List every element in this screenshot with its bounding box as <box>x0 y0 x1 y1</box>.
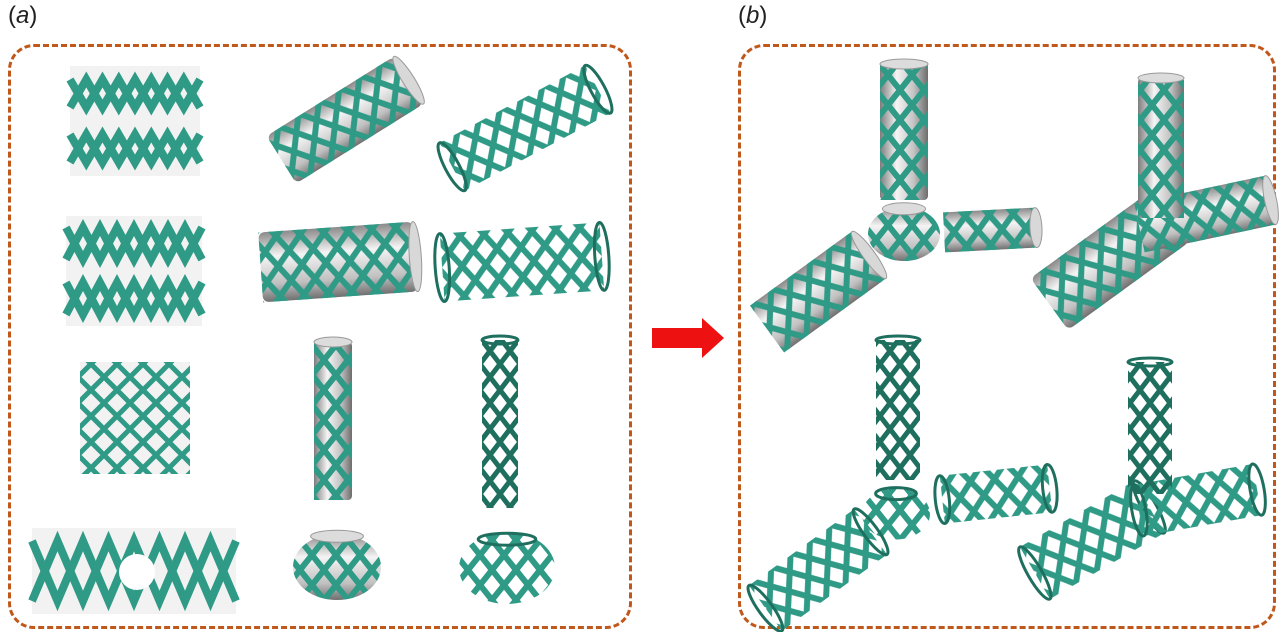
b-mesh-exploded-main-top-rim <box>874 334 922 346</box>
panel-a-letter: a <box>16 2 30 29</box>
b-assembled-right-tube-end <box>1262 175 1279 226</box>
b-exploded-left-tube <box>749 230 888 353</box>
mesh-tube-2 <box>433 220 611 304</box>
rolled-junction-4 <box>293 529 381 600</box>
b-exploded-main-tube <box>879 58 929 200</box>
flat-sheet-3-lattice <box>80 362 190 474</box>
panel-a-frame <box>8 44 632 629</box>
mesh-junction-4 <box>459 531 555 604</box>
panel-label-b: (b) <box>738 2 767 30</box>
rolled-tube-1-end <box>392 55 425 105</box>
b-mesh-exploded-right <box>933 462 1059 526</box>
rolled-tube-1-lattice <box>266 56 424 184</box>
b-exploded-junction-rim <box>881 202 927 216</box>
b-mesh-assembled-left-lattice <box>1019 481 1165 599</box>
flat-sheet-4-strut-down <box>28 530 240 612</box>
flat-sheet-4 <box>28 528 240 614</box>
b-assembled-main-tube-top-rim <box>1137 72 1185 84</box>
b-mesh-exploded-left-end-b <box>851 507 890 557</box>
panel-label-a: (a) <box>8 2 37 30</box>
rolled-tube-2-end <box>408 221 423 293</box>
flat-sheet-2 <box>62 216 206 326</box>
mesh-tube-3-top-rim <box>480 334 520 346</box>
mesh-tube-1-lattice <box>439 65 611 191</box>
flat-sheet-1 <box>66 66 204 176</box>
b-mesh-assembled-right-end-b <box>1247 462 1267 517</box>
flat-sheet-1-strut-down <box>66 126 204 171</box>
b-mesh-exploded-junction-lattice <box>862 488 930 540</box>
flat-sheet-1-strut-up <box>66 126 204 171</box>
b-assembled-right-tube-lattice <box>1134 175 1276 253</box>
b-mesh-assembled-main-lattice <box>1128 362 1172 494</box>
flat-sheet-1-strut-up <box>66 71 204 116</box>
b-mesh-assembled-main-top-rim <box>1126 356 1174 368</box>
panel-a-open-paren: ( <box>8 2 16 29</box>
rolled-tube-3 <box>313 336 353 500</box>
mesh-tube-2-end-a <box>433 232 452 304</box>
b-mesh-assembled-main <box>1126 356 1174 494</box>
b-exploded-right-tube-end <box>1029 207 1043 249</box>
b-exploded-right-tube-lattice <box>943 207 1037 253</box>
b-exploded-junction-lattice <box>868 207 940 261</box>
flat-sheet-4-hole <box>119 554 155 590</box>
b-exploded-left-tube-lattice <box>749 231 887 353</box>
flat-sheet-2-strut-up <box>62 273 206 324</box>
b-exploded-main-tube-top-rim <box>879 58 929 70</box>
flat-sheet-2-strut-down <box>62 218 206 269</box>
rolled-tube-1 <box>266 55 425 184</box>
b-mesh-exploded-main <box>874 334 922 480</box>
mesh-tube-3-lattice <box>482 340 518 508</box>
mesh-tube-2-end-b <box>592 220 611 292</box>
rolled-junction-4-rim <box>310 529 364 543</box>
panel-b-close-paren: ) <box>759 2 768 29</box>
b-mesh-exploded-main-lattice <box>876 340 920 480</box>
mesh-tube-2-lattice <box>439 222 605 302</box>
mesh-tube-3 <box>480 334 520 508</box>
b-mesh-exploded-right-end-a <box>933 474 952 526</box>
b-assembled-right-tube <box>1134 175 1279 253</box>
b-mesh-exploded-left <box>746 507 890 632</box>
panel-b-frame <box>738 44 1276 629</box>
b-assembled-main-tube-lattice <box>1138 78 1184 218</box>
b-exploded-right-tube <box>943 207 1043 253</box>
b-mesh-exploded-junction <box>862 486 930 540</box>
rolled-junction-4-lattice <box>293 534 381 600</box>
mesh-junction-4-lattice <box>459 532 555 604</box>
right-arrow-icon <box>652 318 724 358</box>
b-mesh-exploded-left-lattice <box>748 509 888 631</box>
b-mesh-exploded-left-end-a <box>746 583 785 632</box>
flat-sheet-2-strut-down <box>62 273 206 324</box>
b-mesh-assembled-left-end-a <box>1017 545 1053 601</box>
flat-sheet-4-strut-up <box>28 530 240 612</box>
mesh-tube-1-end-b <box>582 63 614 115</box>
b-exploded-junction <box>868 202 940 261</box>
flat-sheet-3 <box>80 362 190 474</box>
right-arrow-shape <box>652 318 724 358</box>
b-exploded-main-tube-lattice <box>880 64 928 200</box>
b-exploded-left-tube-end <box>850 230 888 280</box>
rolled-tube-3-lattice <box>314 342 352 500</box>
mesh-junction-4-rim <box>476 531 538 547</box>
rolled-tube-2-lattice <box>258 221 418 303</box>
b-assembled-main-tube <box>1137 72 1185 218</box>
b-mesh-exploded-right-lattice <box>939 464 1053 524</box>
b-mesh-exploded-junction-rim <box>874 486 918 502</box>
flat-sheet-1-strut-down <box>66 71 204 116</box>
b-mesh-exploded-right-end-b <box>1040 462 1059 514</box>
panel-a-close-paren: ) <box>29 2 38 29</box>
rolled-tube-2 <box>258 221 423 303</box>
panel-b-letter: b <box>746 2 760 29</box>
rolled-tube-3-top-rim <box>313 336 353 348</box>
panel-b-open-paren: ( <box>738 2 746 29</box>
mesh-tube-1 <box>436 63 614 193</box>
flat-sheet-2-strut-up <box>62 218 206 269</box>
